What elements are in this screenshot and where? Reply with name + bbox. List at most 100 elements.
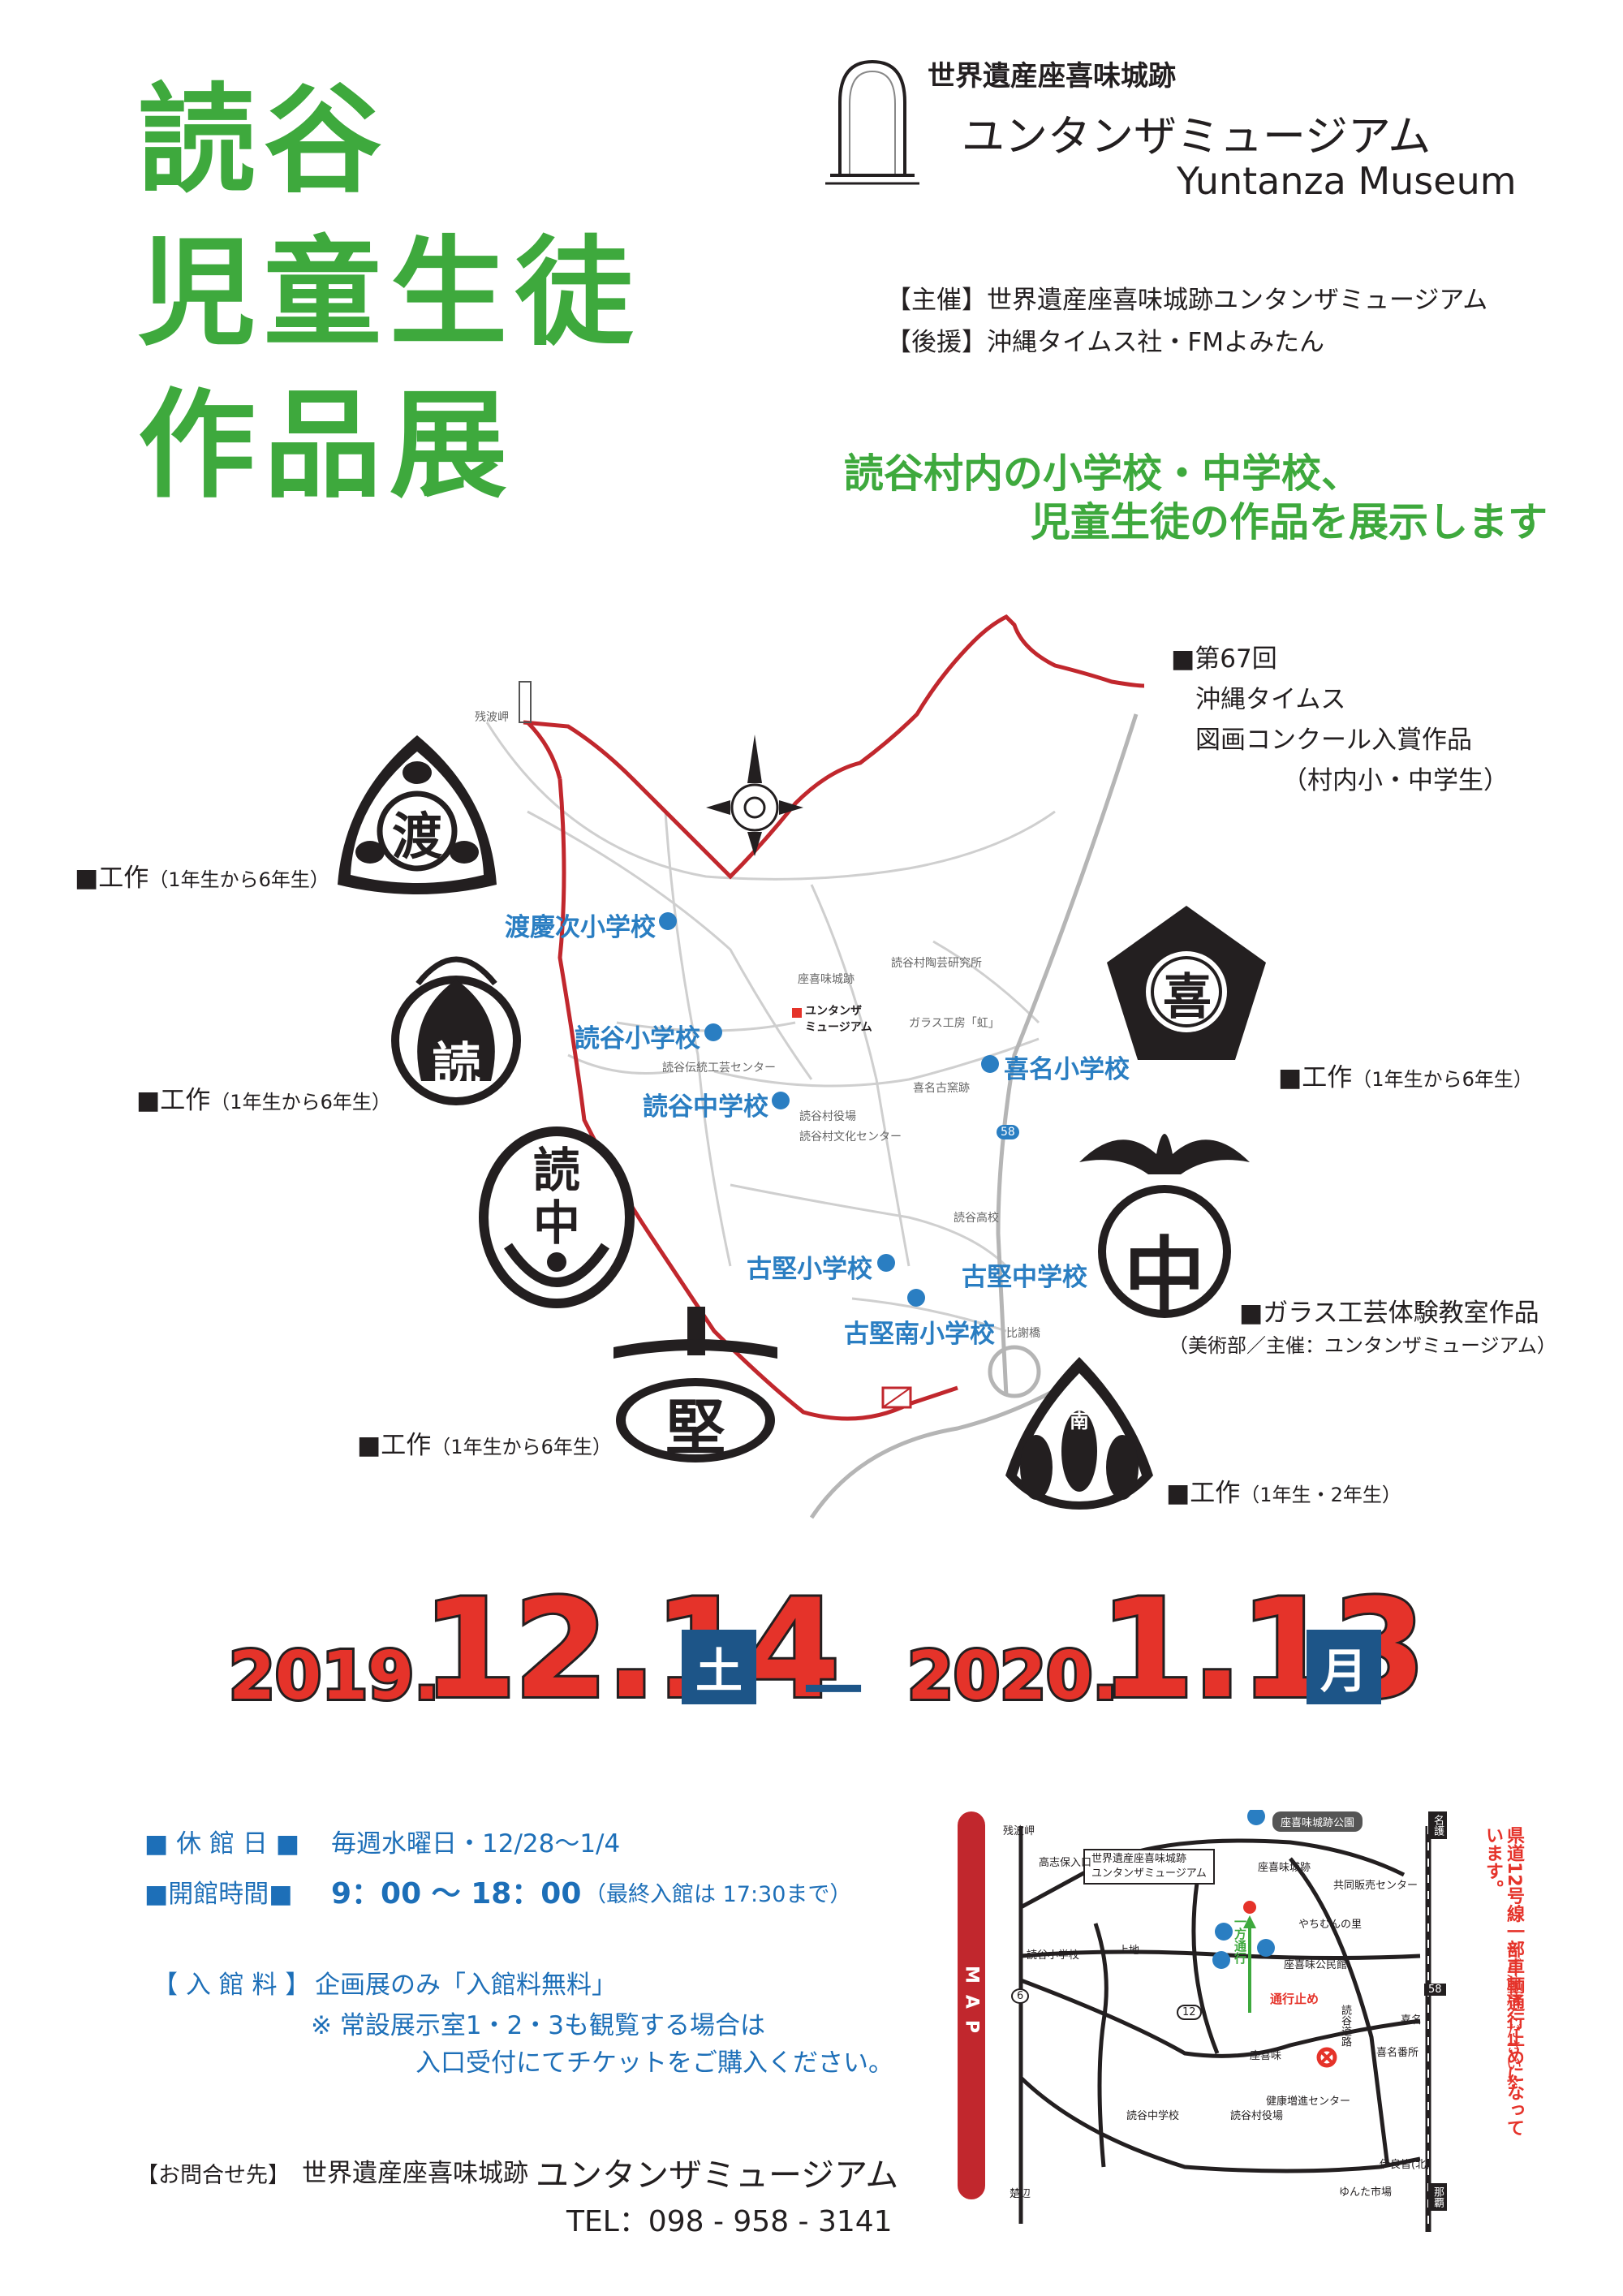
- school-dot: [659, 912, 677, 930]
- emblem-kina-icon: [1107, 906, 1266, 1060]
- map-kina-police: 喜名番所: [1376, 2047, 1419, 2059]
- open-value: 9：00 ～ 18：00: [331, 1877, 582, 1910]
- map-yunta: ゆんた市場: [1339, 2186, 1393, 2199]
- map-kominkan: 座喜味公民館: [1284, 1959, 1348, 1971]
- emblem-tokeshi-char: 渡: [391, 807, 442, 866]
- category-glass: ■ガラス工芸体験教室作品: [1239, 1299, 1539, 1328]
- map-label-museum: ユンタンザ ミュージアム: [805, 1005, 872, 1034]
- title-line-2: 児童生徒: [138, 225, 641, 362]
- times-title: ■第67回: [1171, 644, 1277, 674]
- museum-name-top: 世界遺産座喜味城跡: [928, 60, 1176, 93]
- subtitle-line-1: 読谷村内の小学校・中学校、: [844, 450, 1362, 497]
- organizer-host: 【主催】世界遺産座喜味城跡ユンタンザミュージアム: [886, 286, 1488, 315]
- map-side-label: MAP: [958, 1811, 985, 2199]
- map-r6: 6: [1011, 1988, 1030, 2004]
- map-label-zanpa: 残波岬: [475, 711, 509, 724]
- map-r58: 58: [1424, 1984, 1446, 1996]
- compass-icon: [706, 734, 803, 856]
- organizer-support: 【後援】沖縄タイムス社・FMよみたん: [886, 328, 1324, 357]
- map-label-glass: ガラス工房「虹」: [909, 1017, 1000, 1030]
- school-kina-elem: 喜名小学校: [1004, 1055, 1130, 1084]
- open-note: （最終入館は 17:30まで）: [584, 1882, 852, 1907]
- map-naha: 那覇: [1428, 2183, 1447, 2211]
- map-park: 座喜味城跡公園: [1272, 1811, 1363, 1832]
- map-nago: 名護: [1428, 1811, 1447, 1839]
- start-date: 12.14: [420, 1567, 842, 1731]
- times-line-4: （村内小・中学生）: [1282, 766, 1509, 795]
- village-map: [485, 614, 1145, 1519]
- emblem-furugen-minami-char: 古南: [1070, 1389, 1089, 1432]
- category-kosaku-kina: ■工作（1年生から6年生）: [1278, 1063, 1533, 1092]
- map-kadena: 楚辺: [1010, 2188, 1031, 2200]
- school-dot: [704, 1023, 722, 1041]
- map-label-yakuba: 読谷村役場: [799, 1110, 856, 1123]
- museum-logo-icon: [825, 59, 919, 185]
- contact-label: 【お問合せ先】: [136, 2163, 290, 2188]
- school-yomitan-elem: 読谷小学校: [575, 1024, 700, 1053]
- map-notice-sub: ※ご注意ください※: [1503, 1938, 1522, 2091]
- museum-name-ja: ユンタンザミュージアム: [962, 112, 1431, 162]
- map-yomitan-elem: 読谷小学校: [1027, 1949, 1080, 1962]
- map-zakimi-castle: 座喜味城跡: [1258, 1862, 1311, 1874]
- access-map: [1018, 1810, 1431, 2232]
- school-dot: [981, 1055, 999, 1073]
- category-kosaku-furugen: ■工作（1年生から6年生）: [357, 1431, 612, 1460]
- contact-tel: TEL：098 - 958 - 3141: [566, 2205, 893, 2238]
- start-year: 2019.: [226, 1635, 441, 1717]
- map-notice-main: 県道12号線一部車輌通行止めになっています。: [1483, 1826, 1524, 2137]
- school-yomitan-jr: 読谷中学校: [643, 1092, 768, 1122]
- school-furugen-elem: 古堅小学校: [747, 1255, 872, 1284]
- category-kosaku-tokeshi: ■工作（1年生から6年生）: [75, 864, 329, 893]
- emblem-furugen-char: 堅: [665, 1394, 725, 1463]
- map-one-way: 一方通行: [1233, 1915, 1247, 1964]
- times-line-3: 図画コンクール入賞作品: [1195, 726, 1472, 755]
- subtitle-line-2: 児童生徒の作品を展示します: [1031, 499, 1548, 545]
- category-kosaku-minami: ■工作（1年生・2年生）: [1166, 1479, 1401, 1508]
- contact-name: ユンタンザミュージアム: [536, 2156, 899, 2195]
- emblem-yomitan-jr-bottom: 中: [532, 1195, 580, 1251]
- map-kyodo: 共同販売センター: [1333, 1880, 1419, 1892]
- emblem-yomitan-jr-top: 読: [532, 1143, 580, 1198]
- map-kina: 喜名: [1401, 2014, 1423, 2027]
- school-dot: [877, 1254, 895, 1272]
- map-label-bunka: 読谷村文化センター: [799, 1131, 902, 1144]
- map-takashiho: 高志保入口: [1039, 1857, 1092, 1869]
- map-label-kogei: 読谷伝統工芸センター: [662, 1062, 776, 1075]
- map-label-hijabashi: 比謝橋: [1006, 1327, 1040, 1340]
- school-tokeshi-elem: 渡慶次小学校: [505, 913, 656, 942]
- fee-value: 企画展のみ「入館料無料」: [315, 1971, 617, 2000]
- emblem-furugen-icon: [613, 1307, 777, 1462]
- map-zakimi: 座喜味: [1250, 2050, 1282, 2062]
- date-dash: －: [797, 1648, 870, 1734]
- end-day: 月: [1307, 1630, 1381, 1704]
- title-line-3: 作品展: [138, 377, 515, 515]
- start-day: 土: [682, 1630, 756, 1704]
- contact-name-prefix: 世界遺産座喜味城跡: [302, 2159, 528, 2188]
- closed-label: ■ 休 館 日 ■: [144, 1829, 299, 1859]
- museum-marker-icon: [792, 1008, 802, 1018]
- emblem-yomitan-icon: [391, 956, 521, 1105]
- map-yachimun: やちむんの里: [1298, 1919, 1363, 1931]
- closed-value: 毎週水曜日・12/28～1/4: [331, 1829, 621, 1859]
- school-dot: [772, 1092, 790, 1109]
- school-furugen-jr: 古堅中学校: [962, 1263, 1087, 1292]
- emblem-kina-char: 喜: [1163, 969, 1212, 1026]
- category-glass-sub: （美術部／主催：ユンタンザミュージアム）: [1169, 1334, 1556, 1357]
- map-label-zakimi: 座喜味城跡: [798, 973, 855, 986]
- map-yakuba: 読谷村役場: [1230, 2110, 1284, 2122]
- emblem-furugen-minami-icon: [1005, 1357, 1153, 1510]
- fee-note-2: 入口受付にてチケットをご購入ください。: [415, 2048, 893, 2078]
- map-label-kina-kamagama: 喜名古窯跡: [913, 1082, 970, 1095]
- school-dot: [907, 1289, 925, 1307]
- map-irabu: 伊良皆(北): [1380, 2159, 1431, 2171]
- map-label-pottery: 読谷村陶芸研究所: [891, 957, 982, 970]
- emblem-yomitan-jr-icon: [479, 1126, 635, 1308]
- title-line-1: 読谷: [138, 72, 390, 209]
- fee-note-1: ※ 常設展示室1・2・3も観覧する場合は: [311, 2011, 765, 2040]
- route-58-marker: 58: [997, 1125, 1019, 1139]
- map-r12: 12: [1177, 2005, 1202, 2020]
- map-uechi: 上地: [1118, 1945, 1140, 1957]
- map-closed-road: 通行止め: [1270, 1992, 1319, 2006]
- school-furugen-minami-elem: 古堅南小学校: [844, 1320, 995, 1349]
- open-label: ■開館時間■: [144, 1880, 293, 1909]
